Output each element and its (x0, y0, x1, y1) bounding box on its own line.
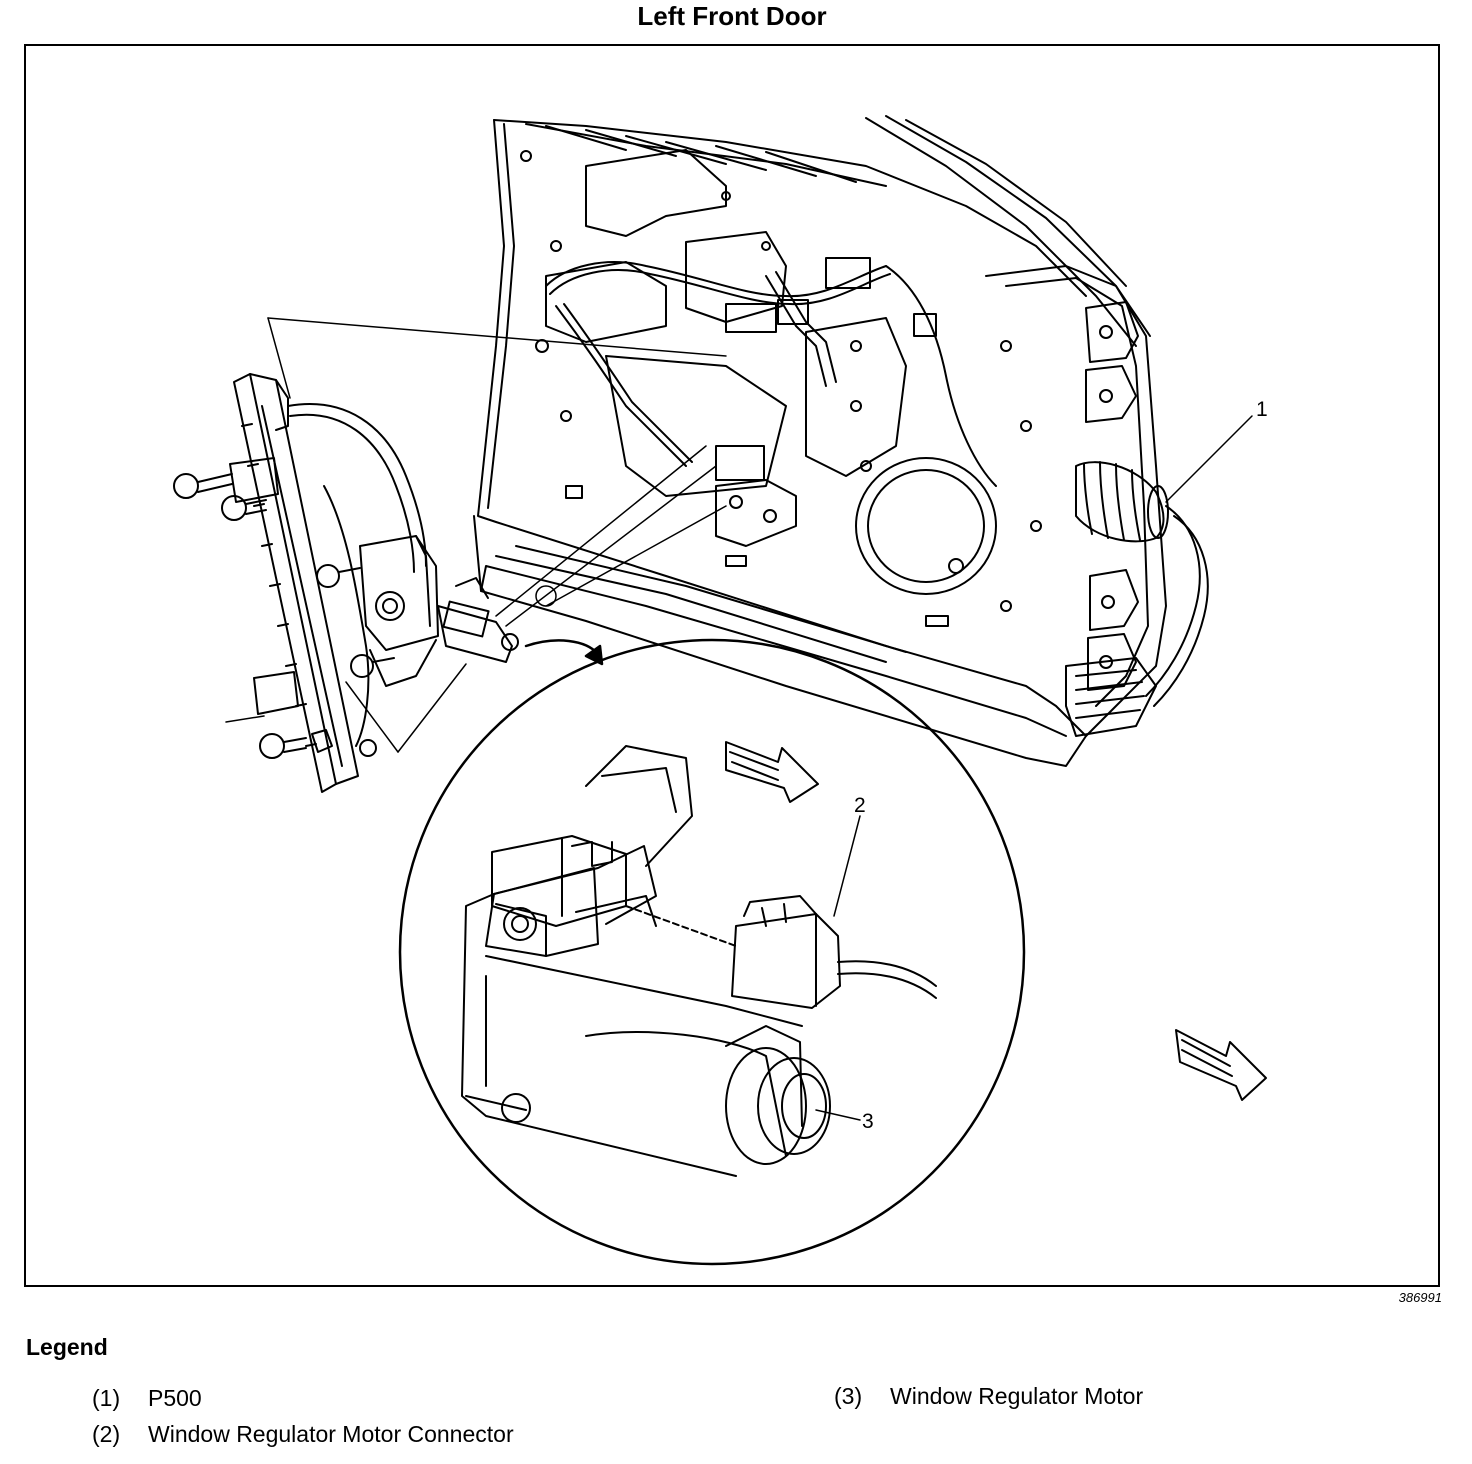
legend-item-text: Window Regulator Motor Connector (148, 1421, 514, 1447)
alignment-lines (225, 317, 727, 753)
window-regulator-assembly (173, 373, 519, 793)
legend-item-number: (2) (92, 1421, 121, 1447)
legend-item-3: (3) Window Regulator Motor (834, 1382, 1143, 1410)
callout-2: 2 (854, 794, 866, 817)
legend-item-1: (1) P500 (92, 1384, 202, 1412)
callout-1: 1 (1256, 398, 1268, 421)
illustration-frame: 1 2 3 (24, 44, 1440, 1287)
legend-item-2: (2) Window Regulator Motor Connector (92, 1420, 514, 1448)
legend-heading: Legend (26, 1334, 108, 1360)
callout-3: 3 (862, 1110, 874, 1133)
legend-item-number: (1) (92, 1385, 121, 1411)
legend-item-number: (3) (834, 1383, 863, 1409)
legend-item-text: P500 (148, 1385, 202, 1411)
figure-id: 386991 (1398, 1290, 1442, 1305)
front-arrow-icon (1175, 1029, 1267, 1101)
detail-view (398, 638, 1026, 1266)
zoom-arrow (524, 639, 604, 666)
door-illustration: 1 2 3 (173, 115, 1268, 1266)
diagram-title: Left Front Door (637, 1, 827, 31)
door-inner-panel (473, 115, 1209, 767)
legend-item-text: Window Regulator Motor (890, 1383, 1144, 1409)
callout-leaders (815, 415, 1253, 1121)
